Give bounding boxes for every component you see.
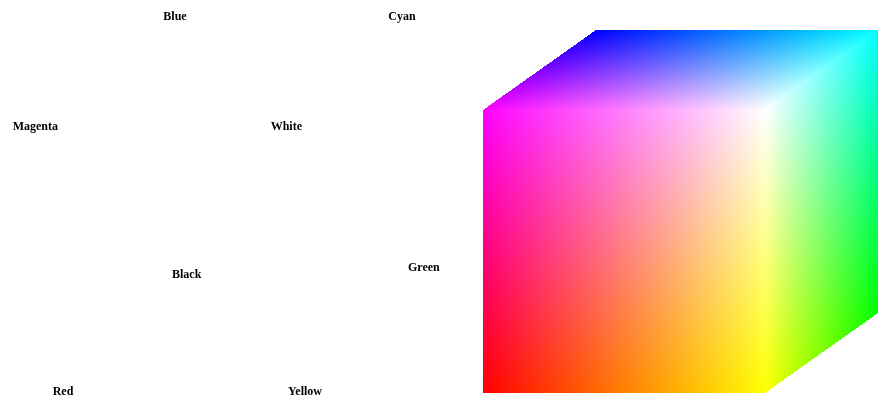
corner-label: Black: [172, 268, 201, 281]
corner-label: Blue: [163, 10, 186, 23]
corner-label: White: [271, 120, 302, 133]
corner-label: Cyan: [388, 10, 415, 23]
corner-label: Yellow: [288, 385, 322, 398]
corner-label: Magenta: [13, 120, 58, 133]
corner-label: Red: [53, 385, 74, 398]
corner-label: Green: [408, 261, 440, 274]
